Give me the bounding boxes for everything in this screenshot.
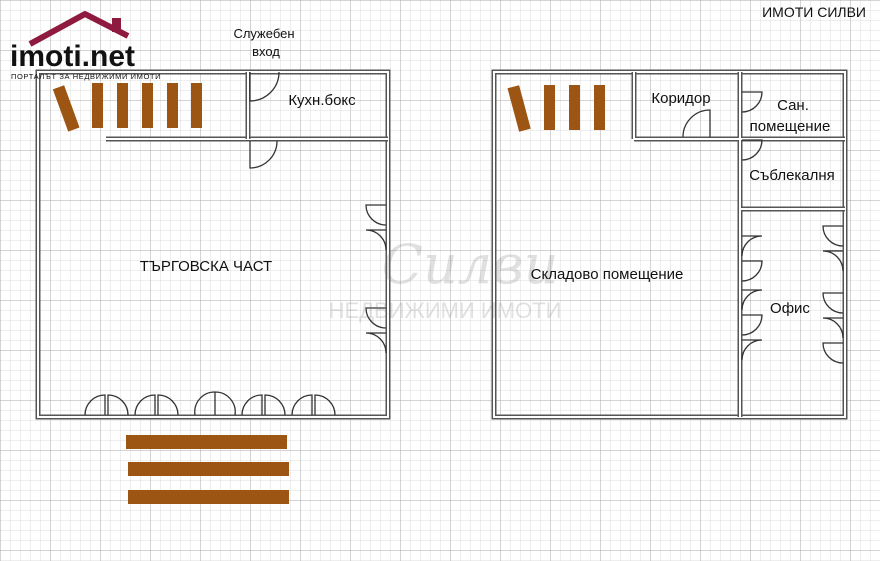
right-building [491,69,848,420]
doors-left [84,71,387,416]
doors-right [682,91,844,364]
stairs-front [126,435,289,504]
logo-brand: imoti.net [10,40,135,73]
label-bathroom-1: Сан. [777,97,809,114]
label-storage-room: Складово помещение [531,266,684,283]
label-kitchen: Кухн.бокс [288,92,356,109]
watermark: Силви НЕДВИЖИМИ ИМОТИ [329,233,562,323]
stairs-right-top [507,85,605,132]
watermark-line: НЕДВИЖИМИ ИМОТИ [329,298,562,323]
left-building [35,69,391,420]
label-service-entrance-2: вход [252,44,280,59]
label-corridor: Коридор [651,90,710,107]
label-retail-area: ТЪРГОВСКА ЧАСТ [140,258,272,275]
label-bathroom-2: помещение [750,118,831,135]
imoti-logo: imoti.net ПОРТАЛЪТ ЗА НЕДВИЖИМИ ИМОТИ [10,11,161,81]
stairs-left-top [52,83,202,132]
logo-tagline: ПОРТАЛЪТ ЗА НЕДВИЖИМИ ИМОТИ [11,72,161,81]
label-office: Офис [770,300,810,317]
agency-name: ИМОТИ СИЛВИ [762,4,866,20]
watermark-script: Силви [382,233,559,296]
label-service-entrance-1: Служебен [233,26,294,41]
label-changing-room: Съблекалня [749,167,835,184]
